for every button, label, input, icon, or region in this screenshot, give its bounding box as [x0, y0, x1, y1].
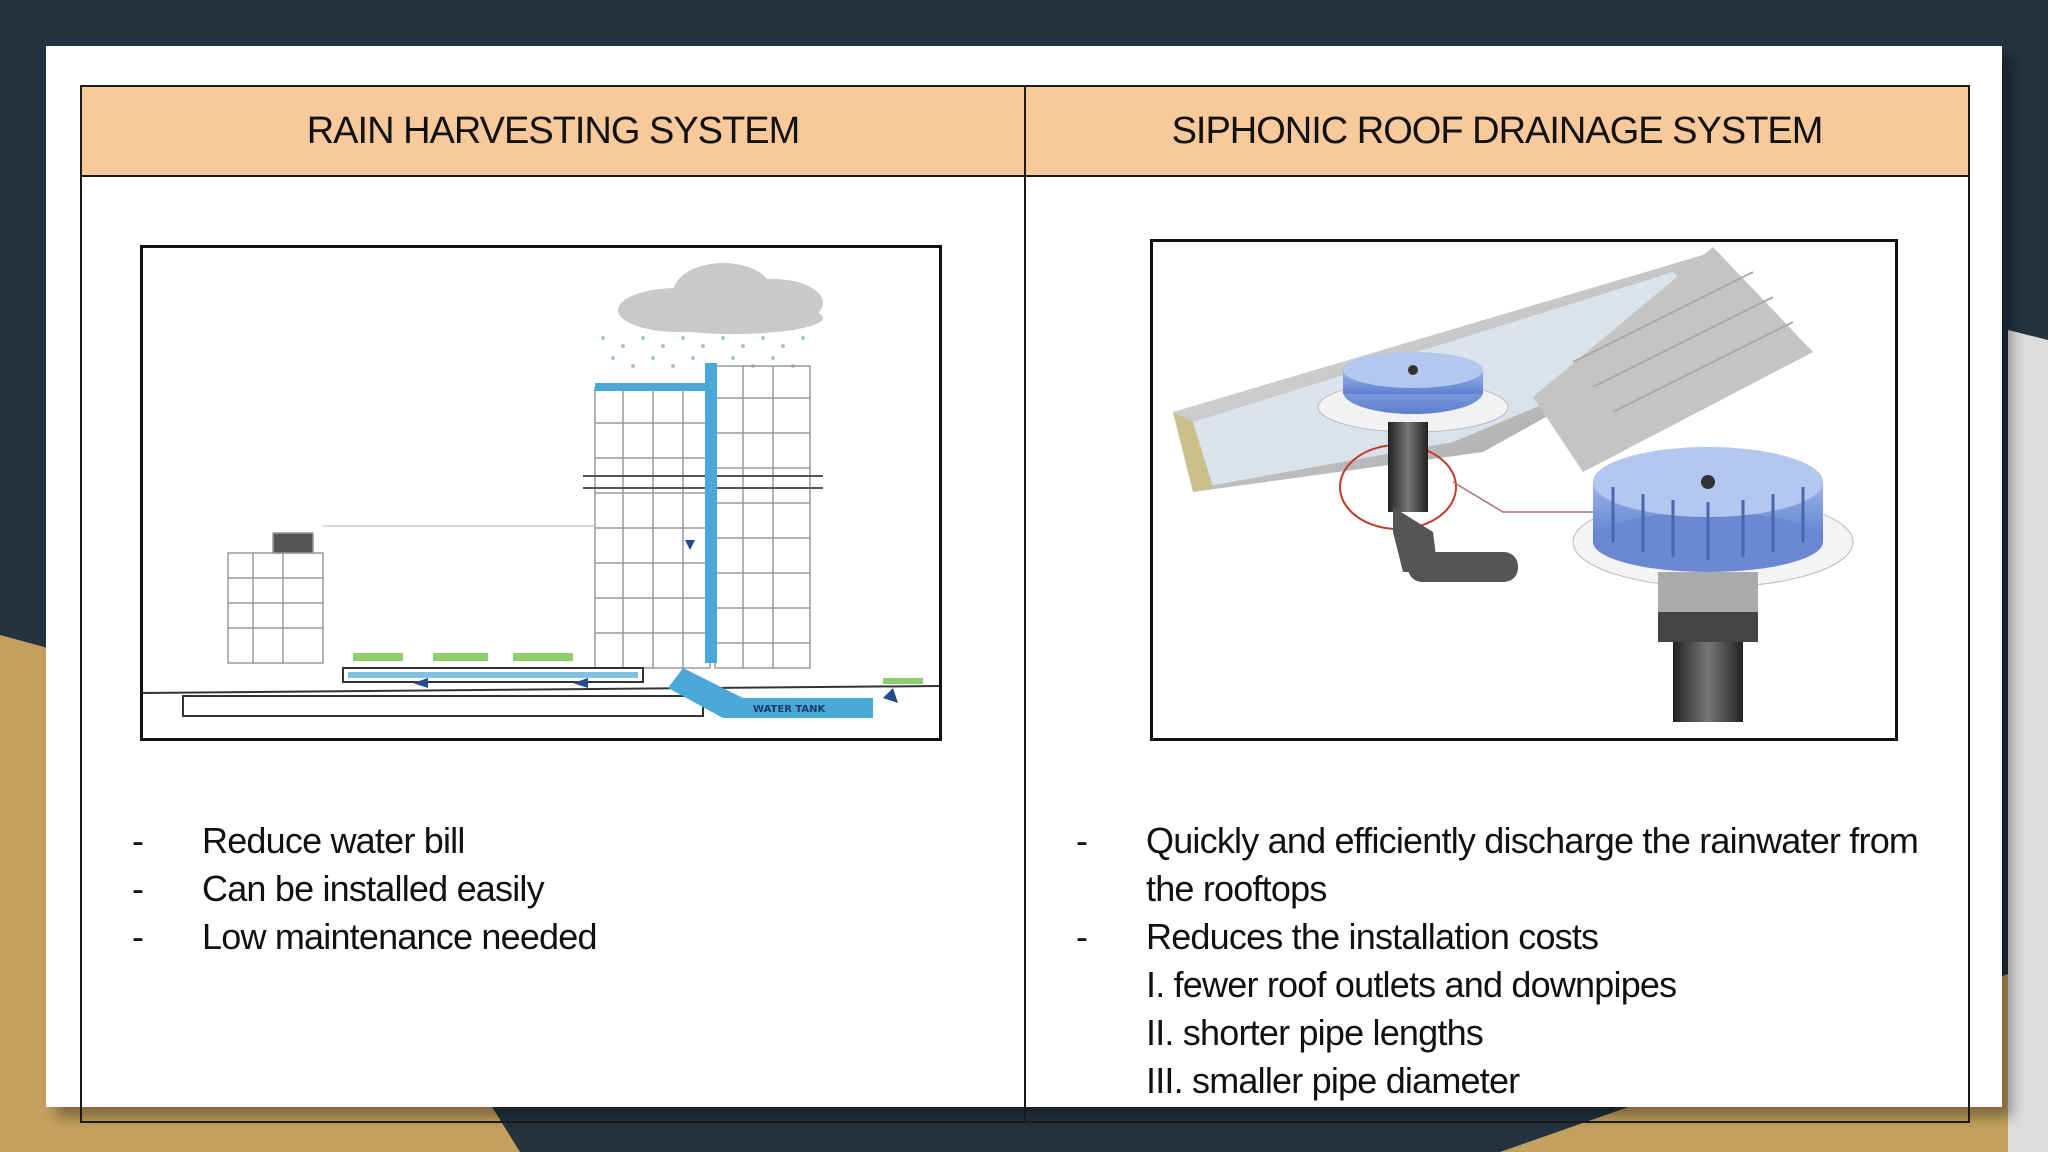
- slide: RAIN HARVESTING SYSTEM SIPHONIC ROOF DRA…: [46, 46, 2002, 1123]
- siphonic-drainage-cell: -Quickly and efficiently discharge the r…: [1024, 175, 1970, 1123]
- sub-list-item: III. smaller pipe diameter: [1146, 1060, 1520, 1101]
- siphonic-outlet-diagram: [1150, 239, 1898, 741]
- rain-harvesting-diagram: WATER TANK: [140, 245, 942, 741]
- list-item: -Reduce water bill: [132, 820, 465, 861]
- header-rain-harvesting: RAIN HARVESTING SYSTEM: [80, 85, 1026, 177]
- header-siphonic-drainage: SIPHONIC ROOF DRAINAGE SYSTEM: [1024, 85, 1970, 177]
- sub-list-item: I. fewer roof outlets and downpipes: [1146, 964, 1677, 1005]
- list-item: -Can be installed easily: [132, 868, 545, 909]
- siphonic-outlet-illustration: [1173, 247, 1854, 722]
- building-section-illustration: WATER TANK: [143, 263, 939, 718]
- comparison-table: RAIN HARVESTING SYSTEM SIPHONIC ROOF DRA…: [80, 85, 1970, 1123]
- water-tank-label: WATER TANK: [753, 704, 827, 715]
- sub-list-item: II. shorter pipe lengths: [1146, 1012, 1484, 1053]
- rain-harvesting-cell: WATER TANK -Reduce water bill -Can be in…: [80, 175, 1026, 1123]
- list-item: -Quickly and efficiently discharge the r…: [1076, 820, 1919, 909]
- rain-harvesting-benefits: -Reduce water bill -Can be installed eas…: [132, 817, 598, 961]
- list-item: -Reduces the installation costs: [1076, 916, 1599, 957]
- list-item: -Low maintenance needed: [132, 916, 598, 957]
- siphonic-drainage-benefits: -Quickly and efficiently discharge the r…: [1076, 817, 1956, 1105]
